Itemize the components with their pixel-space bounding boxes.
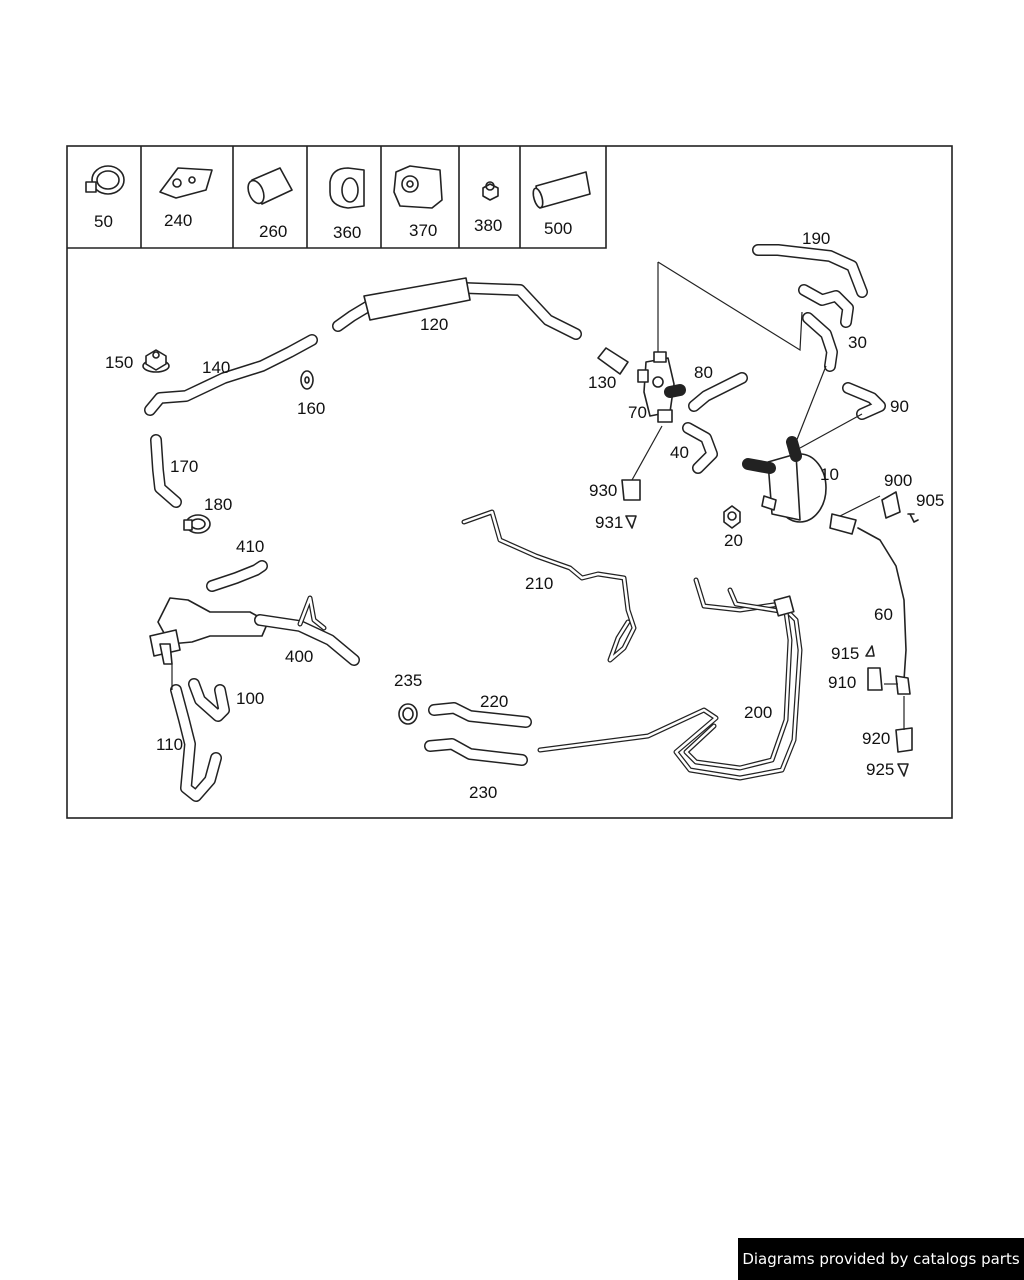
legend-strip: 50 240 260 360 370 380 500 [67, 146, 607, 249]
label-230: 230 [469, 783, 497, 802]
label-925: 925 [866, 760, 894, 779]
hose-230 [424, 738, 528, 766]
legend-label-500: 500 [544, 219, 572, 238]
label-910: 910 [828, 673, 856, 692]
label-30: 30 [848, 333, 867, 352]
connector-930 [621, 479, 641, 529]
sleeve-260-icon [247, 167, 293, 205]
hose-40 [682, 422, 718, 474]
label-70: 70 [628, 403, 647, 422]
cable-60 [829, 513, 911, 695]
label-920: 920 [862, 729, 890, 748]
hose-110 [170, 684, 222, 802]
label-20: 20 [724, 531, 743, 550]
label-160: 160 [297, 399, 325, 418]
hose-100 [188, 678, 230, 722]
label-220: 220 [480, 692, 508, 711]
connector-920 [895, 727, 913, 777]
label-180: 180 [204, 495, 232, 514]
grommet-360-icon [329, 167, 365, 209]
clamp-235 [398, 703, 418, 725]
insulation-500-icon [532, 171, 591, 209]
legend-label-380: 380 [474, 216, 502, 235]
pipe-210 [461, 509, 637, 663]
hose-220 [428, 702, 532, 728]
label-120: 120 [420, 315, 448, 334]
legend-label-240: 240 [164, 211, 192, 230]
assembly-400 [149, 595, 360, 666]
callout-labels: 10 20 30 40 60 70 80 90 100 110 120 130 … [105, 229, 944, 802]
label-170: 170 [170, 457, 198, 476]
diagram-frame [66, 145, 953, 819]
label-100: 100 [236, 689, 264, 708]
leader-lines [171, 261, 905, 730]
hose-190 [752, 244, 868, 298]
label-931: 931 [595, 513, 623, 532]
legend-label-50: 50 [94, 212, 113, 231]
hose-30 [798, 284, 854, 372]
gasket-240-icon [159, 167, 213, 199]
clamp-50-icon [85, 165, 125, 195]
nut-20 [723, 505, 741, 529]
label-130: 130 [588, 373, 616, 392]
nut-380-icon [482, 181, 499, 201]
hose-120 [332, 277, 582, 340]
pipe-140 [144, 334, 318, 416]
label-40: 40 [670, 443, 689, 462]
label-110: 110 [156, 735, 183, 754]
hose-80 [688, 372, 748, 412]
legend-label-360: 360 [333, 223, 361, 242]
hose-90 [842, 382, 886, 420]
label-200: 200 [744, 703, 772, 722]
pipe-set-200 [537, 577, 803, 781]
legend-label-260: 260 [259, 222, 287, 241]
label-235: 235 [394, 671, 422, 690]
label-140: 140 [202, 358, 230, 377]
valve-70 [637, 351, 686, 423]
label-150: 150 [105, 353, 133, 372]
label-210: 210 [525, 574, 553, 593]
hose-170 [150, 434, 182, 508]
label-90: 90 [890, 397, 909, 416]
label-915: 915 [831, 644, 859, 663]
footer-credit: Diagrams provided by catalogs parts [738, 1238, 1024, 1280]
label-400: 400 [285, 647, 313, 666]
clamp-180 [183, 514, 211, 534]
nut-150 [142, 349, 170, 373]
washer-160 [300, 370, 314, 390]
label-190: 190 [802, 229, 830, 248]
connector-900 [881, 491, 919, 523]
bracket-370-icon [393, 165, 443, 209]
sleeve-130 [597, 347, 629, 375]
label-410: 410 [236, 537, 264, 556]
label-930: 930 [589, 481, 617, 500]
legend-label-370: 370 [409, 221, 437, 240]
label-905: 905 [916, 491, 944, 510]
hose-410 [206, 560, 268, 592]
pump-10 [742, 436, 827, 523]
connector-910 [865, 645, 883, 691]
label-80: 80 [694, 363, 713, 382]
label-60: 60 [874, 605, 893, 624]
label-900: 900 [884, 471, 912, 490]
label-10: 10 [820, 465, 839, 484]
